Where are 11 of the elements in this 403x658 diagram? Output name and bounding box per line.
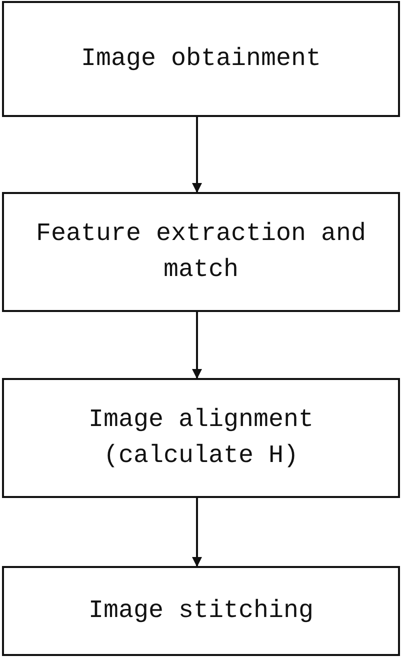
process-box	[2, 378, 400, 498]
process-box	[2, 566, 400, 656]
step-label: Feature extraction and match	[34, 218, 368, 286]
step-label: Image alignment (calculate H)	[87, 404, 315, 472]
process-box	[2, 1, 400, 117]
step-label: Image obtainment	[80, 42, 322, 75]
arrow	[192, 117, 202, 193]
process-box	[2, 192, 400, 312]
arrow	[192, 498, 202, 567]
arrow	[192, 312, 202, 379]
step-label: Image stitching	[87, 594, 315, 627]
